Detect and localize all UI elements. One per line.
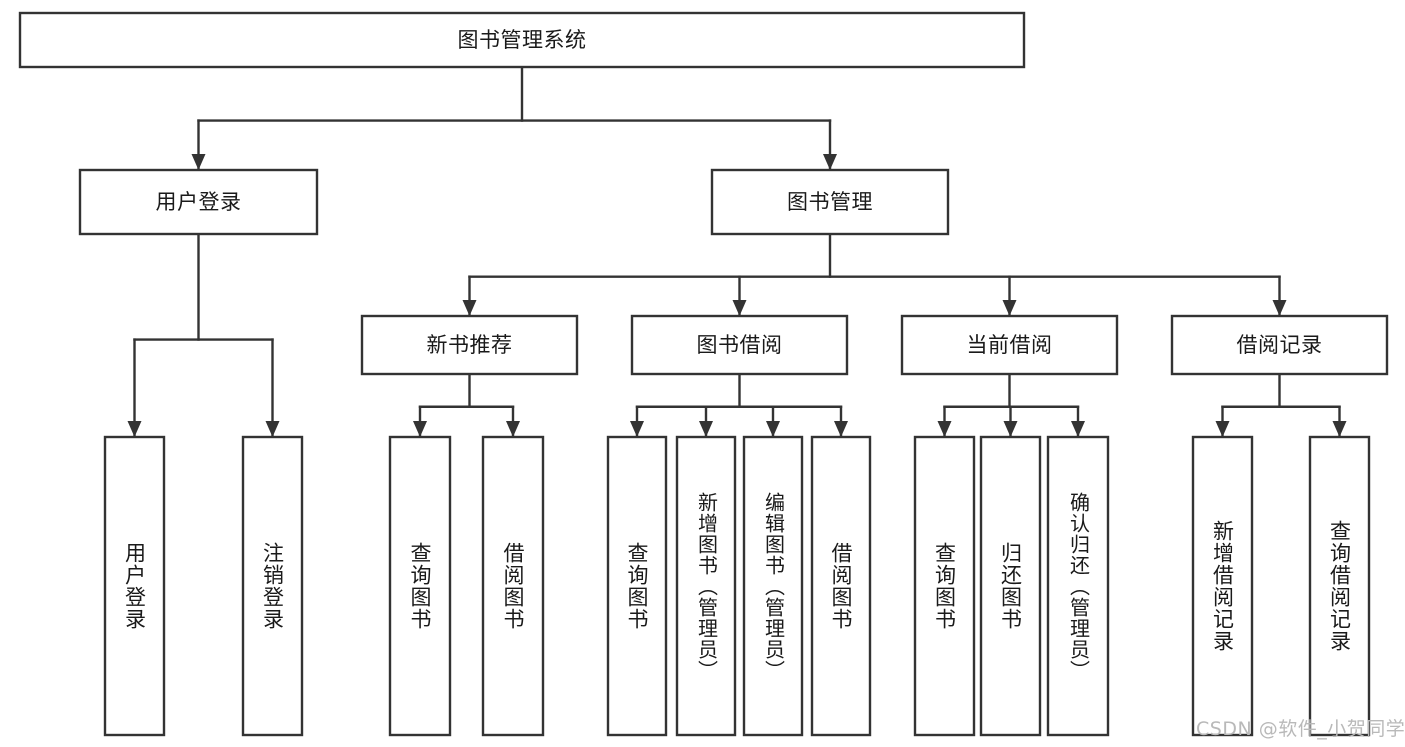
node-box-leaf-confirm-return[interactable]	[1046, 435, 1110, 737]
edge-arrow-edge-bookmanage-currentborrow	[1002, 300, 1017, 316]
node-box-new-book-rec[interactable]	[360, 314, 579, 376]
edge-arrow-edge-bookmanage-newbookrec	[462, 300, 477, 316]
edge-arrow-edge-newbookrec-queryb	[413, 421, 427, 437]
edge-arrow-edge-borrowrecord-add	[1215, 421, 1230, 437]
node-label-new-book-rec: 新书推荐	[427, 333, 513, 357]
node-box-user-login[interactable]	[78, 168, 319, 236]
node-box-root[interactable]	[18, 11, 1026, 69]
edge-arrow-edge-userlogin-leaf1	[127, 421, 142, 437]
node-label-current-borrow: 当前借阅	[967, 333, 1053, 357]
node-box-leaf-query-book-current[interactable]	[913, 435, 976, 737]
edge-arrow-edge-root-userlogin	[191, 154, 206, 170]
node-label-user-login: 用户登录	[156, 190, 242, 214]
connectors-layer	[127, 65, 1347, 439]
edge-arrow-edge-bookborrow-add	[699, 421, 713, 437]
edge-arrow-edge-borrowrecord-query	[1332, 421, 1347, 437]
node-box-leaf-borrow-book-rec[interactable]	[481, 435, 545, 737]
node-box-leaf-query-record[interactable]	[1308, 435, 1371, 737]
edge-arrow-edge-bookborrow-edit	[766, 421, 780, 437]
node-box-leaf-borrow-book[interactable]	[810, 435, 872, 737]
edge-arrow-edge-bookmanage-bookborrow	[732, 300, 747, 316]
node-label-book-borrow: 图书借阅	[697, 333, 783, 357]
edge-arrow-edge-currentborrow-confirm	[1071, 421, 1085, 437]
boxes-layer	[18, 11, 1389, 737]
node-box-leaf-user-login[interactable]	[103, 435, 166, 737]
node-box-leaf-add-book[interactable]	[675, 435, 737, 737]
edge-arrow-edge-currentborrow-query	[937, 421, 952, 437]
node-box-leaf-add-record[interactable]	[1191, 435, 1254, 737]
edge-arrow-edge-root-bookmanage	[823, 154, 837, 170]
edge-arrow-edge-userlogin-leaf2	[265, 421, 280, 437]
node-box-leaf-return-book[interactable]	[979, 435, 1042, 737]
node-label-borrow-record: 借阅记录	[1237, 333, 1323, 357]
node-box-current-borrow[interactable]	[900, 314, 1119, 376]
node-box-leaf-query-book-rec[interactable]	[388, 435, 452, 737]
edge-arrow-edge-bookborrow-query	[630, 421, 644, 437]
csdn-watermark: CSDN @软件_小贺同学	[1196, 718, 1405, 740]
edge-arrow-edge-newbookrec-borrowb	[506, 421, 520, 437]
node-label-root: 图书管理系统	[458, 28, 587, 52]
node-box-leaf-edit-book[interactable]	[742, 435, 804, 737]
node-box-book-manage[interactable]	[710, 168, 950, 236]
node-box-borrow-record[interactable]	[1170, 314, 1389, 376]
node-box-leaf-query-book-borrow[interactable]	[606, 435, 668, 737]
edge-arrow-edge-currentborrow-return	[1003, 421, 1018, 437]
node-label-book-manage: 图书管理	[787, 190, 873, 214]
edge-arrow-edge-bookmanage-borrowrecord	[1272, 300, 1287, 316]
node-box-leaf-logout[interactable]	[241, 435, 304, 737]
edge-arrow-edge-bookborrow-borrow	[834, 421, 848, 437]
node-box-book-borrow[interactable]	[630, 314, 849, 376]
